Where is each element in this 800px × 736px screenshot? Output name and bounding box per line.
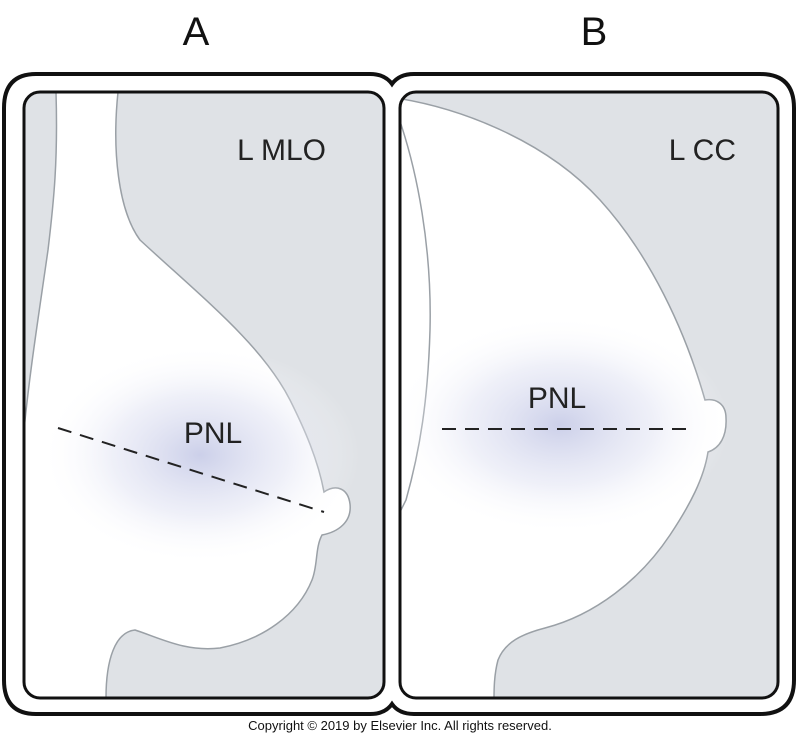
panel-a-pnl-line [57,427,325,513]
copyright-notice: Copyright © 2019 by Elsevier Inc. All ri… [248,718,552,733]
panel-a: L MLO PNL [22,90,386,700]
panel-letter-b: B [581,10,608,54]
panel-b-frame [398,90,780,700]
panel-a-view-label: L MLO [237,134,326,167]
panel-b: L CC PNL [398,90,780,700]
panel-a-pectoral-band [24,92,58,431]
panel-a-pnl-label: PNL [184,417,242,450]
panel-b-view-label: L CC [669,134,736,167]
panel-a-frame [22,90,386,700]
panel-b-pnl-label: PNL [528,382,586,415]
panel-a-glandular-glow [40,345,360,565]
panel-b-glandular-glow [400,315,730,535]
panel-letter-a: A [183,10,210,54]
